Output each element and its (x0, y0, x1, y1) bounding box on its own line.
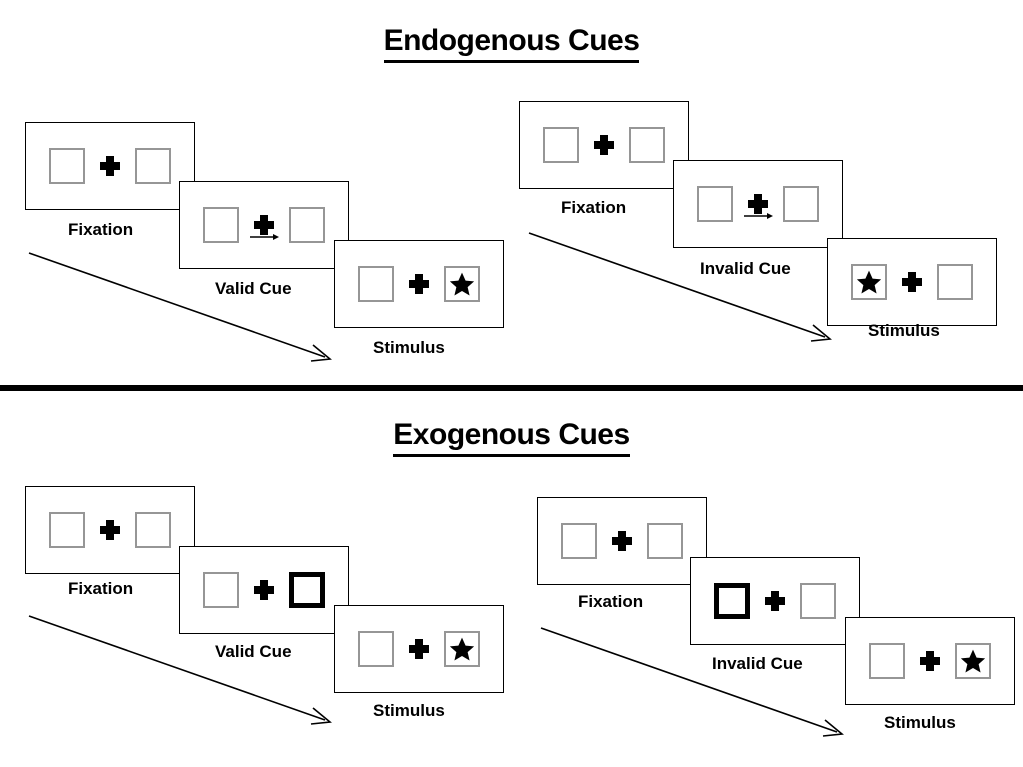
star-target-icon (449, 637, 475, 661)
panel-content (180, 182, 348, 268)
caption-exogenous-invalid-fixation: Fixation (578, 592, 644, 611)
caption-endogenous-valid-fixation: Fixation (68, 220, 134, 239)
star-target-icon (856, 270, 882, 294)
section-title-endogenous: Endogenous Cues (0, 24, 1023, 63)
placeholder-box-right (289, 207, 325, 243)
target-box-right (444, 631, 480, 667)
panel-content (180, 547, 348, 633)
fixation-cross-icon (408, 638, 430, 660)
placeholder-box-left (203, 207, 239, 243)
placeholder-box-left (543, 127, 579, 163)
fixation-cross-icon (99, 155, 121, 177)
section-title-exogenous: Exogenous Cues (0, 418, 1023, 457)
panel-endogenous-valid-cue (179, 181, 349, 269)
panel-exogenous-invalid-cue (690, 557, 860, 645)
fixation-cross-icon (764, 590, 786, 612)
panel-content (26, 123, 194, 209)
panel-content (674, 161, 842, 247)
peripheral-cue-box-left (714, 583, 750, 619)
arrow-cue-right-icon (744, 213, 773, 219)
fixation-cross-icon (250, 214, 279, 240)
panel-exogenous-invalid-fixation (537, 497, 707, 585)
panel-exogenous-valid-stimulus (334, 605, 504, 693)
placeholder-box-left (358, 631, 394, 667)
fixation-cross-icon (408, 273, 430, 295)
placeholder-box-right (800, 583, 836, 619)
caption-exogenous-valid-stimulus: Stimulus (373, 701, 445, 720)
panel-content (691, 558, 859, 644)
placeholder-box-right (629, 127, 665, 163)
fixation-cross-icon (253, 579, 275, 601)
panel-endogenous-valid-stimulus (334, 240, 504, 328)
placeholder-box-right (937, 264, 973, 300)
arrow-cue-right-icon (250, 234, 279, 240)
panel-content (828, 239, 996, 325)
caption-exogenous-valid-cue: Valid Cue (215, 642, 292, 661)
placeholder-box-left (697, 186, 733, 222)
panel-content (538, 498, 706, 584)
panel-endogenous-invalid-fixation (519, 101, 689, 189)
section-title-endogenous-text: Endogenous Cues (383, 24, 640, 63)
caption-exogenous-valid-fixation: Fixation (68, 579, 134, 598)
panel-content (520, 102, 688, 188)
placeholder-box-right (135, 512, 171, 548)
panel-content (26, 487, 194, 573)
placeholder-box-right (135, 148, 171, 184)
target-box-left (851, 264, 887, 300)
star-target-icon (960, 649, 986, 673)
section-divider (0, 385, 1023, 391)
caption-endogenous-invalid-stimulus: Stimulus (868, 321, 940, 340)
placeholder-box-right (783, 186, 819, 222)
placeholder-box-left (49, 148, 85, 184)
caption-endogenous-invalid-fixation: Fixation (561, 198, 627, 217)
placeholder-box-left (203, 572, 239, 608)
target-box-right (444, 266, 480, 302)
panel-endogenous-invalid-cue (673, 160, 843, 248)
caption-exogenous-invalid-stimulus: Stimulus (884, 713, 956, 732)
section-title-exogenous-text: Exogenous Cues (393, 418, 630, 457)
placeholder-box-left (49, 512, 85, 548)
panel-endogenous-valid-fixation (25, 122, 195, 210)
placeholder-box-left (869, 643, 905, 679)
panel-content (335, 241, 503, 327)
fixation-cross-icon (611, 530, 633, 552)
fixation-cross-icon (744, 193, 773, 219)
placeholder-box-right (647, 523, 683, 559)
panel-exogenous-valid-fixation (25, 486, 195, 574)
peripheral-cue-box-right (289, 572, 325, 608)
fixation-cross-icon (901, 271, 923, 293)
caption-endogenous-valid-stimulus: Stimulus (373, 338, 445, 357)
panel-endogenous-invalid-stimulus (827, 238, 997, 326)
fixation-cross-icon (593, 134, 615, 156)
panel-exogenous-valid-cue (179, 546, 349, 634)
placeholder-box-left (561, 523, 597, 559)
caption-endogenous-valid-cue: Valid Cue (215, 279, 292, 298)
placeholder-box-left (358, 266, 394, 302)
caption-endogenous-invalid-cue: Invalid Cue (700, 259, 791, 278)
fixation-cross-icon (99, 519, 121, 541)
star-target-icon (449, 272, 475, 296)
panel-exogenous-invalid-stimulus (845, 617, 1015, 705)
caption-exogenous-invalid-cue: Invalid Cue (712, 654, 803, 673)
fixation-cross-icon (919, 650, 941, 672)
target-box-right (955, 643, 991, 679)
panel-content (335, 606, 503, 692)
panel-content (846, 618, 1014, 704)
